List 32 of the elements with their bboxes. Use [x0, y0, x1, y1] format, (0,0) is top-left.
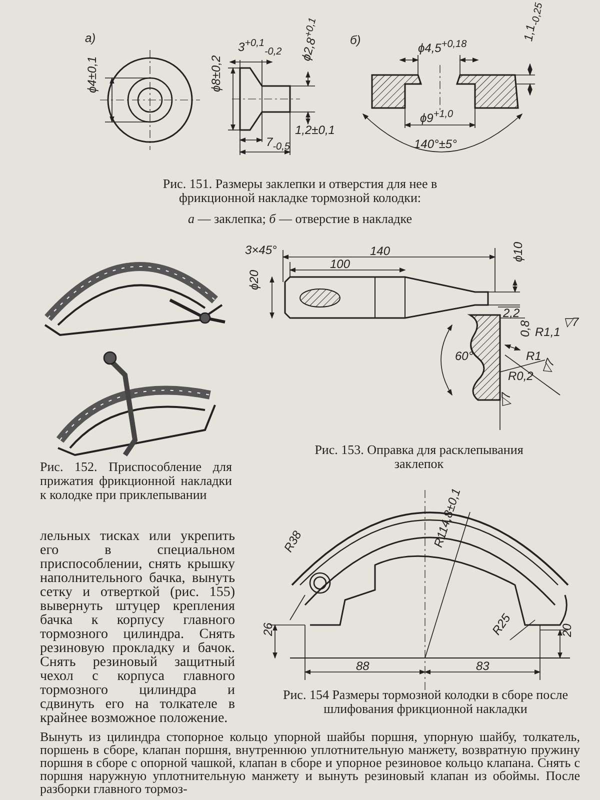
dimension-label: R1 — [526, 350, 542, 363]
dimension-label: 0,8 — [519, 320, 532, 337]
dimension-label: 3×45° — [245, 244, 277, 257]
dimension-label: ϕ20 — [248, 270, 261, 290]
dimension-label: R0,2 — [508, 370, 534, 383]
surface-finish-mark: ▽7 — [500, 392, 513, 408]
figure-letter: а) — [85, 32, 96, 45]
dimension-label: 20 — [561, 624, 574, 637]
figure-letter: б) — [350, 34, 361, 47]
surface-finish-mark: ▽7 — [540, 357, 558, 376]
dimension-label: 100 — [330, 258, 350, 271]
surface-finish-mark: ▽7 — [563, 316, 579, 329]
dimension-label: 140 — [370, 245, 390, 258]
figure-caption: Рис. 151. Размеры заклепки и отверстия для нее в фрикционной накладке тормозной колодки: — [162, 177, 438, 205]
figure-caption: Рис. 153. Оправка для расклепывания заклепок — [314, 443, 524, 471]
body-paragraph: лельных тисках или укрепить его в специальном приспособлении, снять крышку наполнительного бачка, вынуть сетку и отверткой (рис. 155) вывернуть штуцер крепления бачка к корпусу главного тормозного цилиндра. Снять резиновую прокладку и бачок. Снять резиновый защитный чехол с корпуса главного тормозного цилиндра и сдвинуть его на толкателе в крайнее возможное положение. — [40, 530, 235, 726]
dimension-label: ϕ9$^{+1,0}$ — [420, 108, 454, 125]
dimension-label: 88 — [356, 660, 370, 673]
dimension-label: 83 — [476, 660, 490, 673]
figure-caption: Рис. 154 Размеры тормозной колодки в сборе после шлифования фрикционной накладки — [283, 688, 568, 716]
dimension-label: ϕ4,5$^{+0,18}$ — [418, 38, 467, 55]
dimension-label: R1,1 — [535, 326, 560, 339]
figure-caption-legend: а — заклепка; б — отверстие в накладке — [150, 212, 450, 226]
dimension-label: 140°±5° — [414, 138, 457, 151]
dimension-label: ϕ10 — [512, 242, 525, 262]
dimension-label: 26 — [262, 622, 275, 636]
dimension-label: ϕ8±0,2 — [210, 55, 223, 92]
dimension-label: 2,2 — [503, 307, 520, 320]
dimension-label: ϕ4±0,1 — [86, 56, 99, 93]
dimension-label: 1,2±0,1 — [295, 124, 335, 137]
dimension-label: 60° — [455, 350, 474, 363]
figure-caption: Рис. 152. Приспособление для прижатия фрикционной накладки к колодке при приклепывании — [40, 460, 232, 502]
